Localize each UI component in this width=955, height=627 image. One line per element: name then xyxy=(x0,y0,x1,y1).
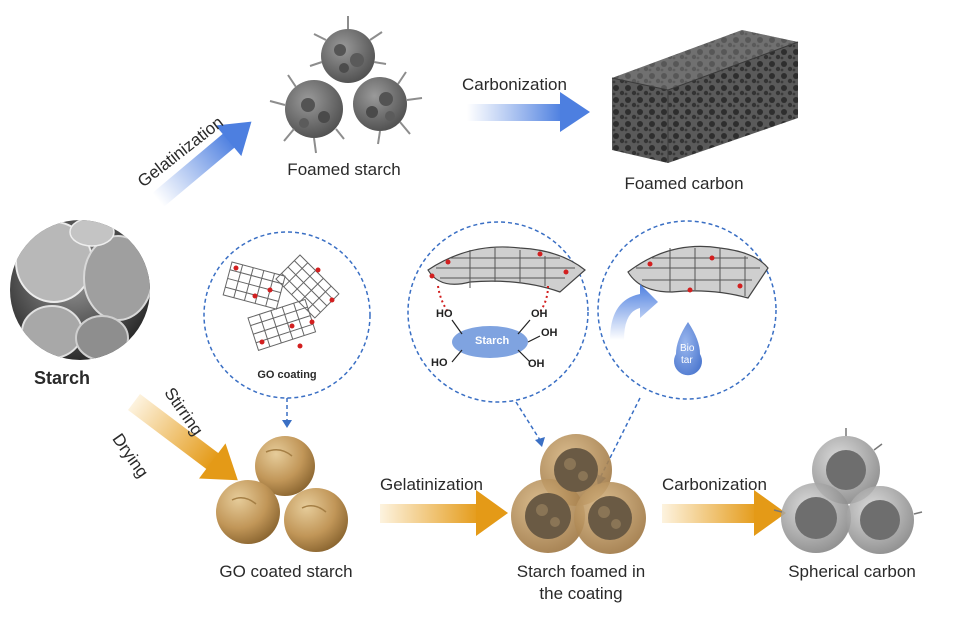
starch-foamed-in-coating-image xyxy=(511,434,646,554)
carbonization-arrow-top xyxy=(467,92,590,132)
foamed-carbon-label: Foamed carbon xyxy=(624,174,744,193)
ho-label-top-left: HO xyxy=(436,308,453,320)
go-coated-starch-image xyxy=(216,436,348,552)
biotar-label-line2: tar xyxy=(681,355,693,366)
inset-biotar xyxy=(597,220,777,400)
gelatinization-label-bottom: Gelatinization xyxy=(380,475,484,494)
inset-starch-bonding xyxy=(407,221,589,403)
inset-bonding-connector xyxy=(515,401,541,441)
stirring-drying-arrow xyxy=(127,394,238,481)
carbonization-label-top: Carbonization xyxy=(462,75,567,94)
biotar-label-line1: Bio xyxy=(680,343,695,354)
biotar-drop-icon xyxy=(674,322,702,376)
carbonization-arrow-bottom xyxy=(662,490,786,536)
foamed-carbon-image xyxy=(611,30,799,163)
starch-foamed-label-line2: the coating xyxy=(539,584,623,603)
inset-biotar-connector xyxy=(599,397,641,479)
inset-graphene-sheet-2 xyxy=(427,246,586,313)
starch-foamed-label-line1: Starch foamed in xyxy=(516,562,646,581)
gelatinization-arrow-top xyxy=(152,121,252,207)
foamed-starch-image xyxy=(269,16,423,154)
inset-starch-label: Starch xyxy=(475,335,510,347)
biotar-flow-arrow xyxy=(610,284,658,340)
go-coating-label: GO coating xyxy=(257,369,317,381)
carbonization-label-bottom: Carbonization xyxy=(662,475,767,494)
oh-label-right: OH xyxy=(541,327,558,339)
gelatinization-arrow-bottom xyxy=(380,490,508,536)
spherical-carbon-label: Spherical carbon xyxy=(788,562,916,581)
ho-label-bottom-left: HO xyxy=(431,357,448,369)
oh-label-top-right: OH xyxy=(531,308,548,320)
inset-graphene-sheet-3 xyxy=(627,245,769,299)
inset-go-sheets xyxy=(222,254,340,351)
starch-label: Starch xyxy=(34,368,91,388)
inset-oh-bonds xyxy=(451,319,541,363)
go-coated-starch-label: GO coated starch xyxy=(219,562,353,581)
foamed-starch-label: Foamed starch xyxy=(287,160,401,179)
inset-go-coating xyxy=(203,231,371,399)
inset-starch-ellipse xyxy=(452,326,528,358)
starch-sem-image xyxy=(10,220,150,360)
oh-label-bottom-right: OH xyxy=(528,358,545,370)
spherical-carbon-image xyxy=(773,428,923,554)
